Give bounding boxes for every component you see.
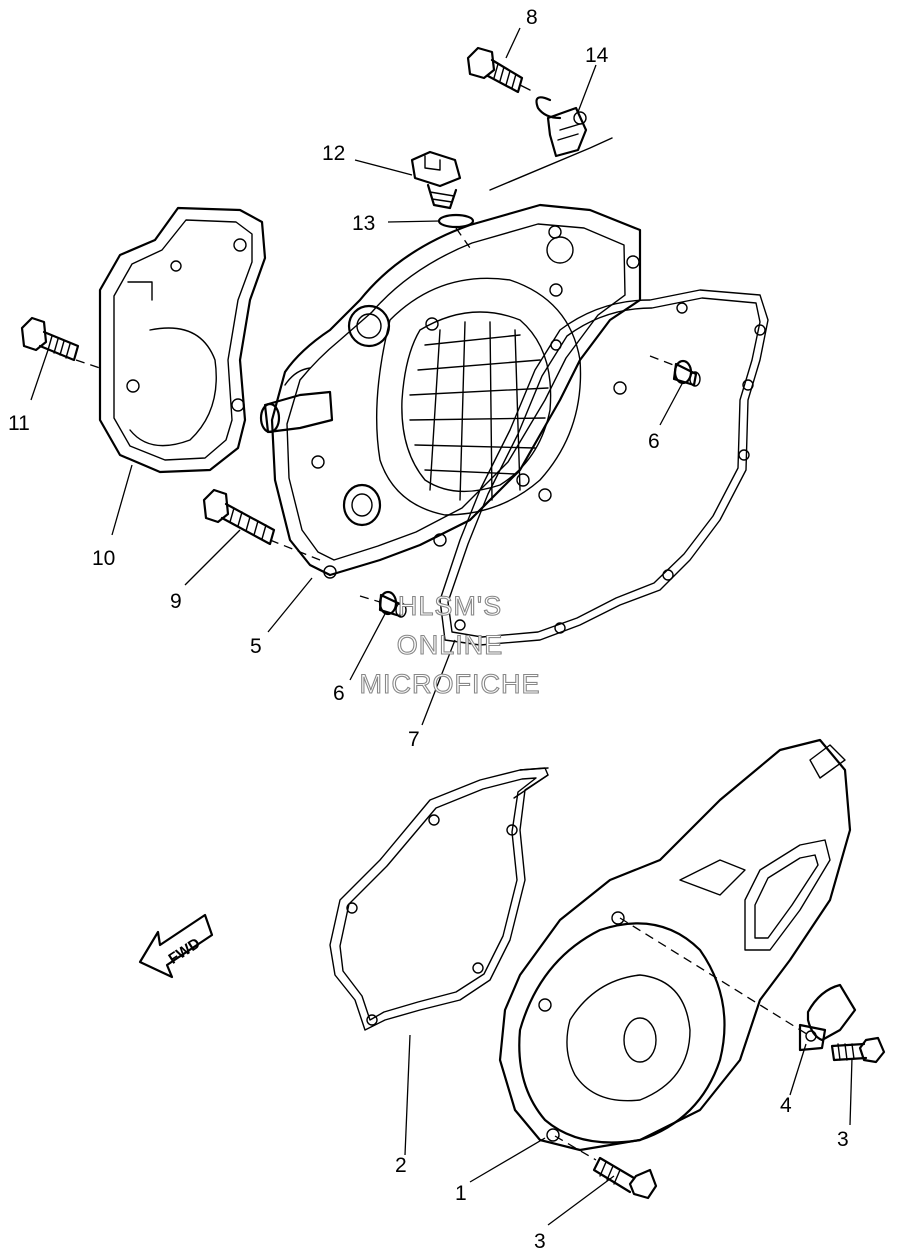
callout-2: 2 (395, 1154, 407, 1177)
part-3-bolt-lower (592, 1156, 658, 1200)
callout-3-lower: 3 (534, 1230, 546, 1253)
part-9-bolt (202, 488, 276, 546)
watermark-line-3: MICROFICHE (360, 669, 541, 699)
part-10-inner-cover (98, 206, 267, 474)
alignment-lines (75, 84, 811, 1161)
part-6-dowel-pin-lower (378, 590, 407, 618)
part-5-crankcase-cover (259, 203, 642, 579)
part-1-outer-cover (498, 738, 852, 1152)
watermark: HLSM'S ONLINE MICROFICHE (359, 590, 541, 699)
callout-14: 14 (585, 44, 609, 67)
part-8-bolt (466, 46, 524, 94)
callout-7: 7 (408, 728, 420, 751)
callout-8: 8 (526, 6, 538, 29)
forward-direction-arrow: FWD (138, 913, 214, 979)
leader-lines (30, 27, 853, 1226)
callout-12: 12 (322, 142, 345, 165)
fwd-label: FWD (166, 935, 204, 968)
callout-numbers: 8 14 12 13 11 6 10 9 5 6 7 2 1 3 4 3 (8, 6, 849, 1253)
callout-5: 5 (250, 635, 262, 658)
callout-6-lower: 6 (333, 682, 345, 705)
watermark-line-2: ONLINE (397, 630, 504, 660)
part-14-clamp (535, 96, 588, 158)
callout-13: 13 (352, 212, 375, 235)
callout-10: 10 (92, 547, 115, 570)
part-3-bolt-right (830, 1036, 886, 1064)
watermark-line-1: HLSM'S (398, 591, 502, 621)
part-12-filler-plug (410, 150, 462, 210)
part-6-dowel-pin-upper (672, 359, 701, 387)
part-11-bolt (20, 316, 80, 362)
part-4-bracket (798, 983, 857, 1052)
callout-1: 1 (455, 1182, 467, 1205)
part-13-o-ring (437, 213, 475, 229)
part-2-gasket (329, 767, 549, 1031)
callout-6-upper: 6 (648, 430, 660, 453)
callout-9: 9 (170, 590, 182, 613)
callout-4: 4 (780, 1094, 792, 1117)
callout-3-right: 3 (837, 1128, 849, 1151)
part-7-gasket (439, 289, 769, 646)
callout-11: 11 (8, 412, 30, 435)
